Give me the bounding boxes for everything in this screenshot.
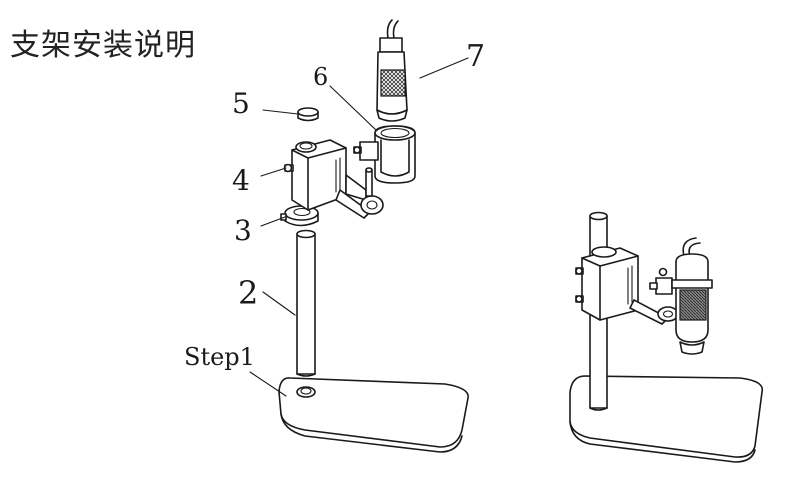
holder-clip — [353, 125, 416, 184]
clamp-block — [283, 139, 384, 219]
label-part2: 2 — [238, 274, 258, 312]
label-part6: 6 — [313, 63, 328, 91]
label-part7: 7 — [466, 39, 485, 74]
assembled-microscope — [671, 237, 713, 355]
pole — [296, 229, 316, 377]
page-title: 支架安装说明 — [10, 28, 196, 63]
cap-disc — [297, 107, 319, 122]
label-part4: 4 — [232, 164, 250, 197]
label-part3: 3 — [234, 214, 252, 247]
label-part5: 5 — [232, 87, 250, 120]
microscope-camera — [376, 19, 408, 122]
assembled-base — [569, 375, 764, 463]
label-step: Step1 — [184, 343, 255, 371]
assembled-clamp — [575, 246, 679, 325]
base-plate — [278, 377, 469, 453]
leader-lines — [249, 57, 469, 397]
